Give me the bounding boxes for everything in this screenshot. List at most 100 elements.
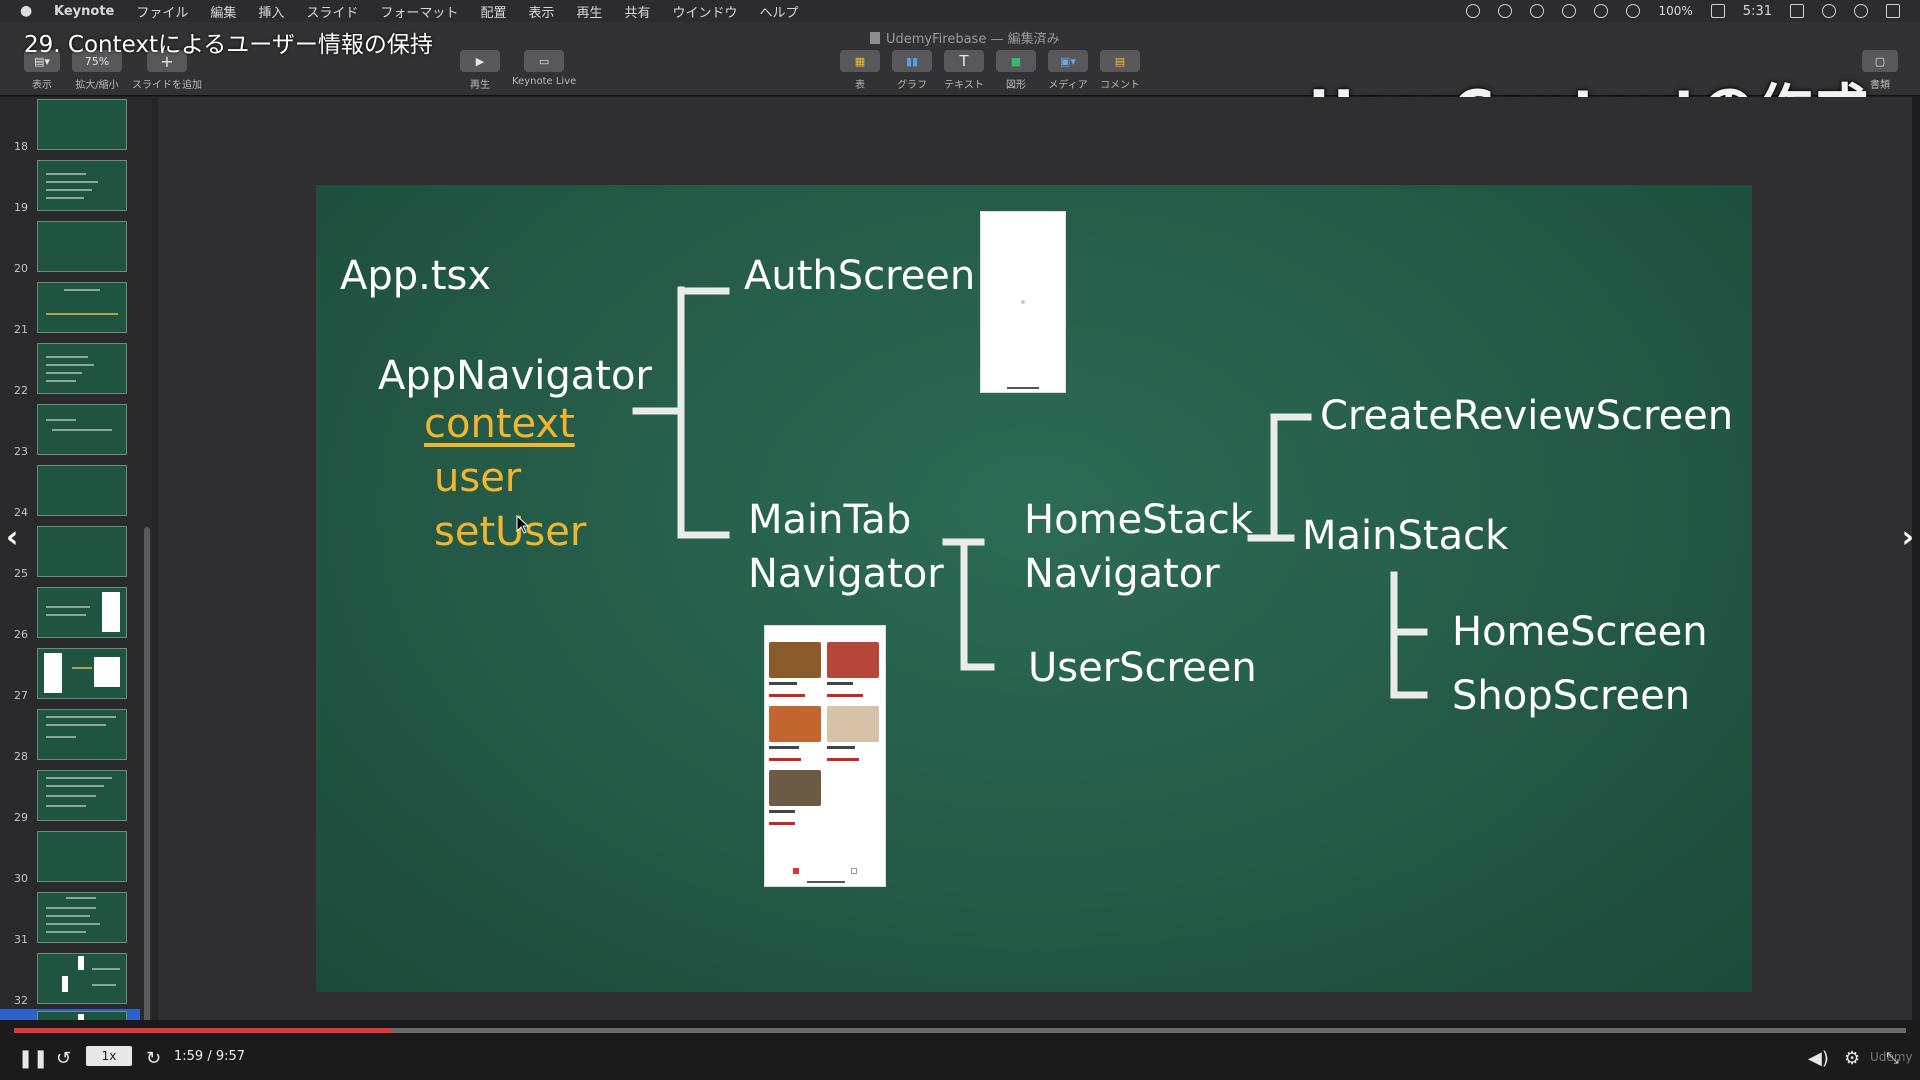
food-image — [769, 770, 821, 806]
menu-window[interactable]: ウインドウ — [672, 5, 738, 21]
forward-icon[interactable]: ↻ — [146, 1048, 162, 1069]
udemy-watermark: Udemy — [1870, 1050, 1913, 1064]
food-image — [769, 642, 821, 678]
input-source-icon[interactable] — [1790, 4, 1804, 18]
menu-share[interactable]: 共有 — [624, 5, 651, 21]
home-indicator — [807, 881, 845, 883]
slide-thumbnail — [37, 99, 127, 150]
slide-thumb-29[interactable]: 29 — [0, 768, 140, 826]
shape-button[interactable]: ■ 図形 — [996, 50, 1036, 91]
home-stack-label-line1: HomeStack — [1024, 497, 1253, 543]
battery-percent: 100% — [1658, 4, 1693, 18]
format-label: 書類 — [1870, 80, 1890, 91]
shop-name — [769, 682, 797, 685]
slide-thumb-30[interactable]: 30 — [0, 829, 140, 887]
user-label: user — [434, 455, 522, 501]
play-button[interactable]: ▶ 再生 — [460, 50, 500, 91]
slide-thumb-19[interactable]: 19 — [0, 158, 140, 216]
slide-number: 22 — [14, 384, 28, 397]
cloud-icon[interactable] — [1498, 4, 1513, 18]
progress-fill — [14, 1028, 393, 1033]
slide-thumb-32[interactable]: 32 — [0, 951, 140, 1009]
window-title-text: UdemyFirebase — 編集済み — [886, 32, 1060, 47]
playback-speed-button[interactable]: 1x — [86, 1046, 132, 1066]
menu-file[interactable]: ファイル — [136, 5, 189, 21]
menu-arrange[interactable]: 配置 — [480, 5, 507, 21]
time-machine-icon[interactable] — [1562, 4, 1577, 18]
slide-thumb-31[interactable]: 31 — [0, 890, 140, 948]
slide-thumb-22[interactable]: 22 — [0, 341, 140, 399]
volume-icon[interactable]: ◀︎) — [1808, 1048, 1829, 1069]
next-lecture-icon[interactable]: › — [1901, 520, 1914, 555]
shop-name — [769, 746, 799, 749]
format-icon: ▢ — [1862, 50, 1898, 72]
menu-insert[interactable]: 挿入 — [258, 5, 285, 21]
slide-navigator: 18 19 20 21 22 23 24 25 26 27 28 29 30 3… — [0, 97, 152, 1027]
slide-thumbnail — [37, 221, 127, 272]
volume-icon[interactable] — [1626, 4, 1641, 18]
previous-lecture-icon[interactable]: ‹ — [6, 520, 19, 555]
context-label[interactable]: context — [424, 401, 575, 447]
slide-thumb-23[interactable]: 23 — [0, 402, 140, 460]
slide-thumb-28[interactable]: 28 — [0, 707, 140, 765]
settings-gear-icon[interactable]: ⚙ — [1844, 1048, 1861, 1069]
user-icon[interactable] — [1854, 4, 1868, 18]
food-image — [827, 642, 879, 678]
slide-thumb-24[interactable]: 24 — [0, 463, 140, 521]
menu-help[interactable]: ヘルプ — [759, 5, 799, 21]
battery-icon[interactable] — [1710, 4, 1725, 18]
wifi-icon[interactable] — [1594, 4, 1609, 18]
menu-slide[interactable]: スライド — [306, 5, 359, 21]
slide-thumb-26[interactable]: 26 — [0, 585, 140, 643]
notification-center-icon[interactable] — [1886, 4, 1900, 18]
zoom-label: 拡大/縮小 — [75, 80, 119, 91]
slide-thumbnail — [37, 160, 127, 211]
comment-button[interactable]: ▤ コメント — [1100, 50, 1140, 91]
format-button[interactable]: ▢ 書類 — [1862, 50, 1898, 91]
zoom-value: 75% — [72, 50, 122, 72]
menu-app-name[interactable]: Keynote — [54, 3, 115, 19]
menu-play[interactable]: 再生 — [576, 5, 603, 21]
view-button[interactable]: ▤▾ 表示 — [24, 50, 60, 91]
rating-stars — [827, 694, 863, 697]
media-button[interactable]: ▣▾ メディア — [1048, 50, 1088, 91]
navigator-divider[interactable] — [152, 97, 158, 1027]
slide-thumb-18[interactable]: 18 — [0, 97, 140, 155]
chart-button[interactable]: ▮▮ グラフ — [892, 50, 932, 91]
main-tab-label-line2: Navigator — [748, 551, 944, 597]
slide-thumb-27[interactable]: 27 — [0, 646, 140, 704]
slide-number: 30 — [14, 872, 28, 885]
menubar-clock[interactable]: 5:31 — [1742, 3, 1772, 19]
table-button[interactable]: ▦ 表 — [840, 50, 880, 91]
keynote-live-button[interactable]: ▭ Keynote Live — [512, 50, 576, 87]
rating-stars — [769, 822, 795, 825]
pause-icon[interactable]: ❚❚ — [18, 1048, 49, 1069]
navigator-scrollbar[interactable] — [144, 527, 150, 1027]
slide-thumb-20[interactable]: 20 — [0, 219, 140, 277]
food-image — [769, 706, 821, 742]
text-label: テキスト — [944, 80, 984, 91]
slide-thumb-25[interactable]: 25 — [0, 524, 140, 582]
text-button[interactable]: T テキスト — [944, 50, 984, 91]
menu-edit[interactable]: 編集 — [210, 5, 237, 21]
zoom-button[interactable]: 75% 拡大/縮小 — [72, 50, 122, 91]
add-slide-button[interactable]: + スライドを追加 — [132, 50, 202, 91]
menu-view[interactable]: 表示 — [528, 5, 555, 21]
accessibility-icon[interactable] — [1530, 4, 1545, 18]
slide-number: 19 — [14, 201, 28, 214]
menu-format[interactable]: フォーマット — [380, 5, 459, 21]
table-icon: ▦ — [840, 50, 880, 72]
apple-icon[interactable]: ● — [20, 3, 33, 19]
slide-number: 24 — [14, 506, 28, 519]
slide-number: 29 — [14, 811, 28, 824]
slide-thumb-21[interactable]: 21 — [0, 280, 140, 338]
view-label: 表示 — [32, 80, 52, 91]
record-icon[interactable] — [1466, 4, 1481, 18]
comment-label: コメント — [1100, 80, 1140, 91]
spotlight-icon[interactable] — [1822, 4, 1836, 18]
current-slide[interactable]: App.tsx AppNavigator context user setUse… — [316, 185, 1752, 992]
progress-bar[interactable] — [14, 1028, 1906, 1033]
rewind-icon[interactable]: ↺ — [56, 1048, 72, 1069]
fullscreen-exit-icon[interactable]: ⤡ — [1886, 1048, 1899, 1067]
